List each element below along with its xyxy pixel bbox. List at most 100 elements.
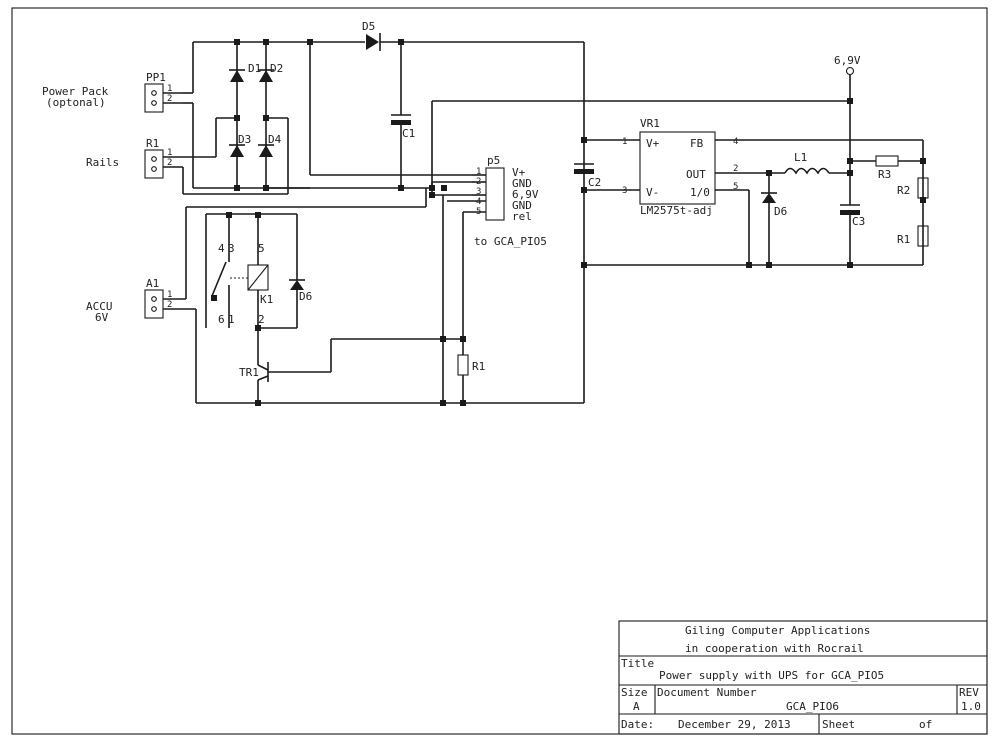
p5-sig2: GND <box>512 177 532 190</box>
docnum-label: Document Number <box>657 686 757 699</box>
transistor-tr1: TR1 <box>239 362 269 382</box>
d6-reg-ref: D6 <box>774 205 787 218</box>
c3-ref: C3 <box>852 215 865 228</box>
diode-d1: D1 <box>229 62 261 82</box>
bridge-wires <box>182 41 850 403</box>
c2-ref: C2 <box>588 176 601 189</box>
p5-dest: to GCA_PIO5 <box>474 235 547 248</box>
diode-d3: D3 <box>229 133 251 157</box>
resistor-r2: R2 <box>897 177 929 199</box>
title-text: Power supply with UPS for GCA_PIO5 <box>659 669 884 682</box>
vout-terminal: 6,9V <box>834 54 861 76</box>
vr1-pinnum-3: 3 <box>622 186 627 196</box>
vr1-ref: VR1 <box>640 117 660 130</box>
rev-label: REV <box>959 686 979 699</box>
accu-pin1: 1 <box>167 290 172 300</box>
junction-dots <box>211 39 926 406</box>
vr1-pinnum-5: 5 <box>733 182 738 192</box>
of-label: of <box>919 718 932 731</box>
k1-pin4: 4 <box>218 242 225 255</box>
resistor-r1: R1 <box>457 354 485 376</box>
vr1-pin-vminus: V- <box>646 186 659 199</box>
sheet-border <box>11 7 988 735</box>
k1-pin6: 6 <box>218 313 225 326</box>
p5-sig4: GND <box>512 199 532 212</box>
accu-ref: A1 <box>146 277 159 290</box>
title-block: Giling Computer Applications in cooperat… <box>618 620 988 735</box>
rev-value: 1.0 <box>961 700 981 713</box>
vr1-pin-out: OUT <box>686 168 706 181</box>
r1-res-ref: R1 <box>472 360 485 373</box>
pp1-pin1: 1 <box>167 84 172 94</box>
regulator-wires <box>584 75 924 266</box>
vr1-pinnum-2: 2 <box>733 164 738 174</box>
p5-pin4: 4 <box>476 197 481 207</box>
d1-ref: D1 <box>248 62 261 75</box>
connector-rails: R1 1 2 Rails <box>86 137 183 179</box>
rails-ref: R1 <box>146 137 159 150</box>
k1-pin3: 3 <box>228 242 235 255</box>
vr1-pin-fb: FB <box>690 137 704 150</box>
p5-pin2: 2 <box>476 177 481 187</box>
diode-d6-reg: D6 <box>761 192 787 218</box>
date-label: Date: <box>621 718 654 731</box>
l1-ref: L1 <box>794 151 807 164</box>
size-label: Size <box>621 686 648 699</box>
r1-div-ref: R1 <box>897 233 910 246</box>
p5-ref: p5 <box>487 154 500 167</box>
inductor-l1: L1 <box>784 151 830 175</box>
k1-pin2: 2 <box>258 313 265 326</box>
accu-pin2: 2 <box>167 300 172 310</box>
p5-pin1: 1 <box>476 167 481 177</box>
capacitor-c2: C2 <box>574 163 601 189</box>
k1-ref: K1 <box>260 293 273 306</box>
pp1-ref: PP1 <box>146 71 166 84</box>
diode-d6-relay: D6 <box>289 279 312 303</box>
accu-label-2: 6V <box>95 311 109 324</box>
tr1-ref: TR1 <box>239 366 259 379</box>
connector-accu: A1 1 2 ACCU 6V <box>86 277 172 324</box>
relay-wires <box>163 188 584 404</box>
title-label: Title <box>621 657 654 670</box>
k1-pin1: 1 <box>228 313 235 326</box>
vr1-pinnum-1: 1 <box>622 137 627 147</box>
capacitor-c1: C1 <box>391 114 415 140</box>
k1-pin5: 5 <box>258 242 265 255</box>
d3-ref: D3 <box>238 133 251 146</box>
p5-sig3: 6,9V <box>512 188 539 201</box>
vr1-pinnum-4: 4 <box>733 137 738 147</box>
capacitor-c3: C3 <box>840 204 865 228</box>
accu-label-1: ACCU <box>86 300 113 313</box>
rails-pin1: 1 <box>167 148 172 158</box>
size-value: A <box>633 700 640 713</box>
vout-label: 6,9V <box>834 54 861 67</box>
company-line-1: Giling Computer Applications <box>685 624 870 637</box>
diode-d5: D5 <box>362 20 381 51</box>
docnum-value: GCA_PIO6 <box>786 700 839 713</box>
sheet-label: Sheet <box>822 718 855 731</box>
relay-k1: 4 3 5 6 1 2 K1 <box>218 242 273 326</box>
r3-ref: R3 <box>878 168 891 181</box>
resistor-r3: R3 <box>875 155 899 181</box>
d5-ref: D5 <box>362 20 375 33</box>
header-p5: p5 1 2 3 4 5 V+ GND 6,9V GND rel to GCA_… <box>447 154 547 248</box>
pp1-label-2: (optonal) <box>46 96 106 109</box>
vr1-pin-onoff: 1/0 <box>690 186 710 199</box>
p5-pin3: 3 <box>476 187 481 197</box>
date-value: December 29, 2013 <box>678 718 791 731</box>
d6-relay-ref: D6 <box>299 290 312 303</box>
d4-ref: D4 <box>268 133 282 146</box>
r2-ref: R2 <box>897 184 910 197</box>
connector-pp1: PP1 1 2 Power Pack (optonal) <box>42 71 183 113</box>
p5-pin5: 5 <box>476 207 481 217</box>
diode-d4: D4 <box>258 133 282 157</box>
pp1-pin2: 2 <box>167 94 172 104</box>
p5-sig5: rel <box>512 210 532 223</box>
company-line-2: in cooperation with Rocrail <box>685 642 864 655</box>
pp1-label-1: Power Pack <box>42 85 109 98</box>
p5-sig1: V+ <box>512 166 526 179</box>
vr1-part: LM2575t-adj <box>640 204 713 217</box>
rails-label: Rails <box>86 156 119 169</box>
diode-d2: D2 <box>258 62 283 82</box>
